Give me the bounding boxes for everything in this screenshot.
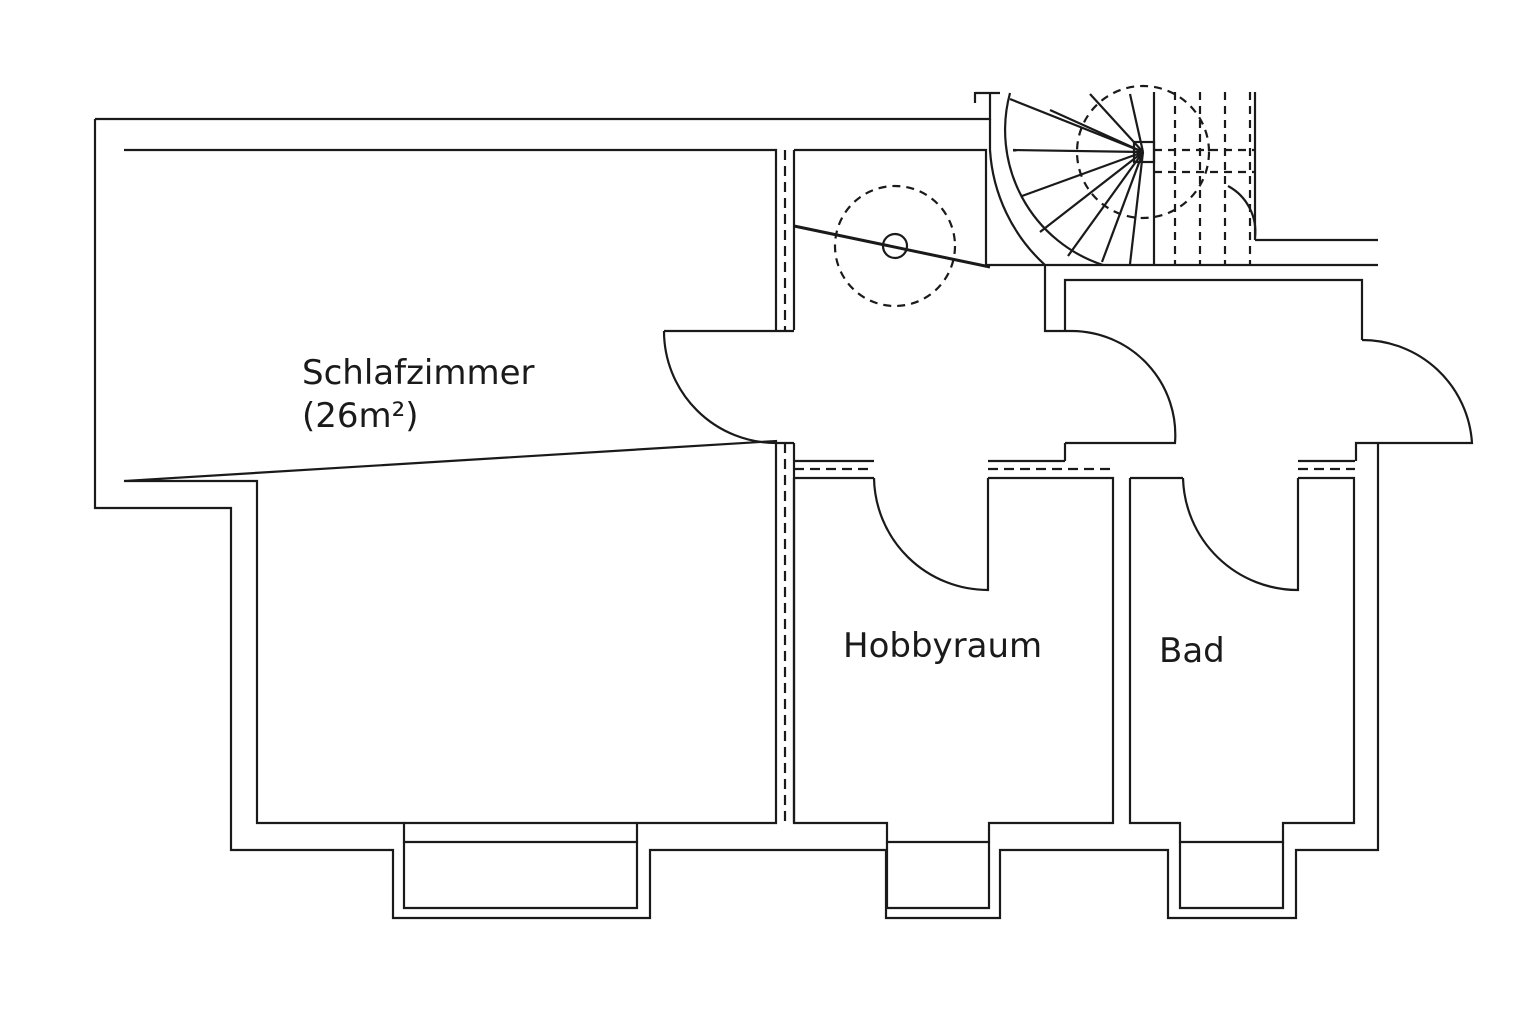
schlafzimmer-wall <box>123 148 778 844</box>
window-bad <box>1178 842 1285 910</box>
spiral-stair-dashed <box>1075 84 1211 220</box>
spiral-stair-outer <box>1004 92 1104 267</box>
window-hobbyraum <box>885 842 991 910</box>
schlafzimmer-name: Schlafzimmer <box>302 353 535 393</box>
outer-wall <box>95 91 1378 267</box>
roof-hatch-center <box>881 232 909 260</box>
roof-hatch-line <box>793 224 991 269</box>
spiral-stair-wall <box>988 119 1046 266</box>
door-schlafzimmer <box>662 329 794 445</box>
room-label-schlafzimmer: Schlafzimmer (26m²) <box>302 352 535 437</box>
room-label-bad: Bad <box>1159 631 1225 671</box>
door-right <box>1354 338 1474 461</box>
roof-hatch-circle <box>833 184 957 308</box>
door-bad <box>1181 477 1300 592</box>
schlafzimmer-area: (26m²) <box>302 395 419 436</box>
room-label-hobbyraum: Hobbyraum <box>843 626 1043 666</box>
stair-door <box>1227 185 1257 239</box>
window-schlafzimmer <box>402 821 639 910</box>
hall-edge <box>794 443 1355 463</box>
straight-stair <box>1154 92 1255 265</box>
door-corridor <box>1065 329 1177 445</box>
spiral-stair-treads <box>1009 92 1156 265</box>
outer-wall-left <box>93 119 1380 920</box>
corridor-wall <box>986 263 1364 340</box>
door-hobbyraum <box>872 477 990 592</box>
hall-wall-left <box>792 148 988 823</box>
